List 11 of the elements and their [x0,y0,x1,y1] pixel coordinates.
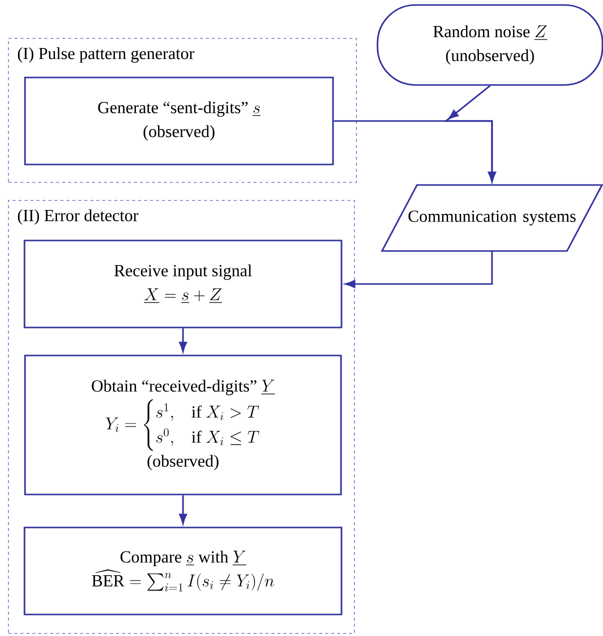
terminal-box: $\text{Random noise }\underline{Z}$ (unobserved) [376,4,603,86]
arrow [444,85,496,182]
process-box: $\text{Obtain “received-digits” }\underline{Y}$ $Y_i=\begin{cases} s^1, & \text{if } X_i>T\\ s^0, & \text{if } X_i\le T\end{cases}$ (observed) [24,354,342,496]
arrow [345,251,493,288]
group-title: (II) Error detector [18,209,138,225]
group-title: (I) Pulse pattern generator [18,47,194,63]
process-box: $\text{Generate “sent-digits” }\underline{s}$ (observed) [24,76,334,166]
arrow [179,495,187,524]
process-box: Receive input signal $\underline{X}=\underline{s}+\underline{Z}$ [24,240,342,328]
process-box: $\text{Compare }\underline{s}\text{ with }\underline{Y}$ $\widehat{\mathrm{BER}}=\sum_{i=1}^n I(s_i\neq Y_i)/n$ [24,526,342,616]
arrow [179,328,187,352]
